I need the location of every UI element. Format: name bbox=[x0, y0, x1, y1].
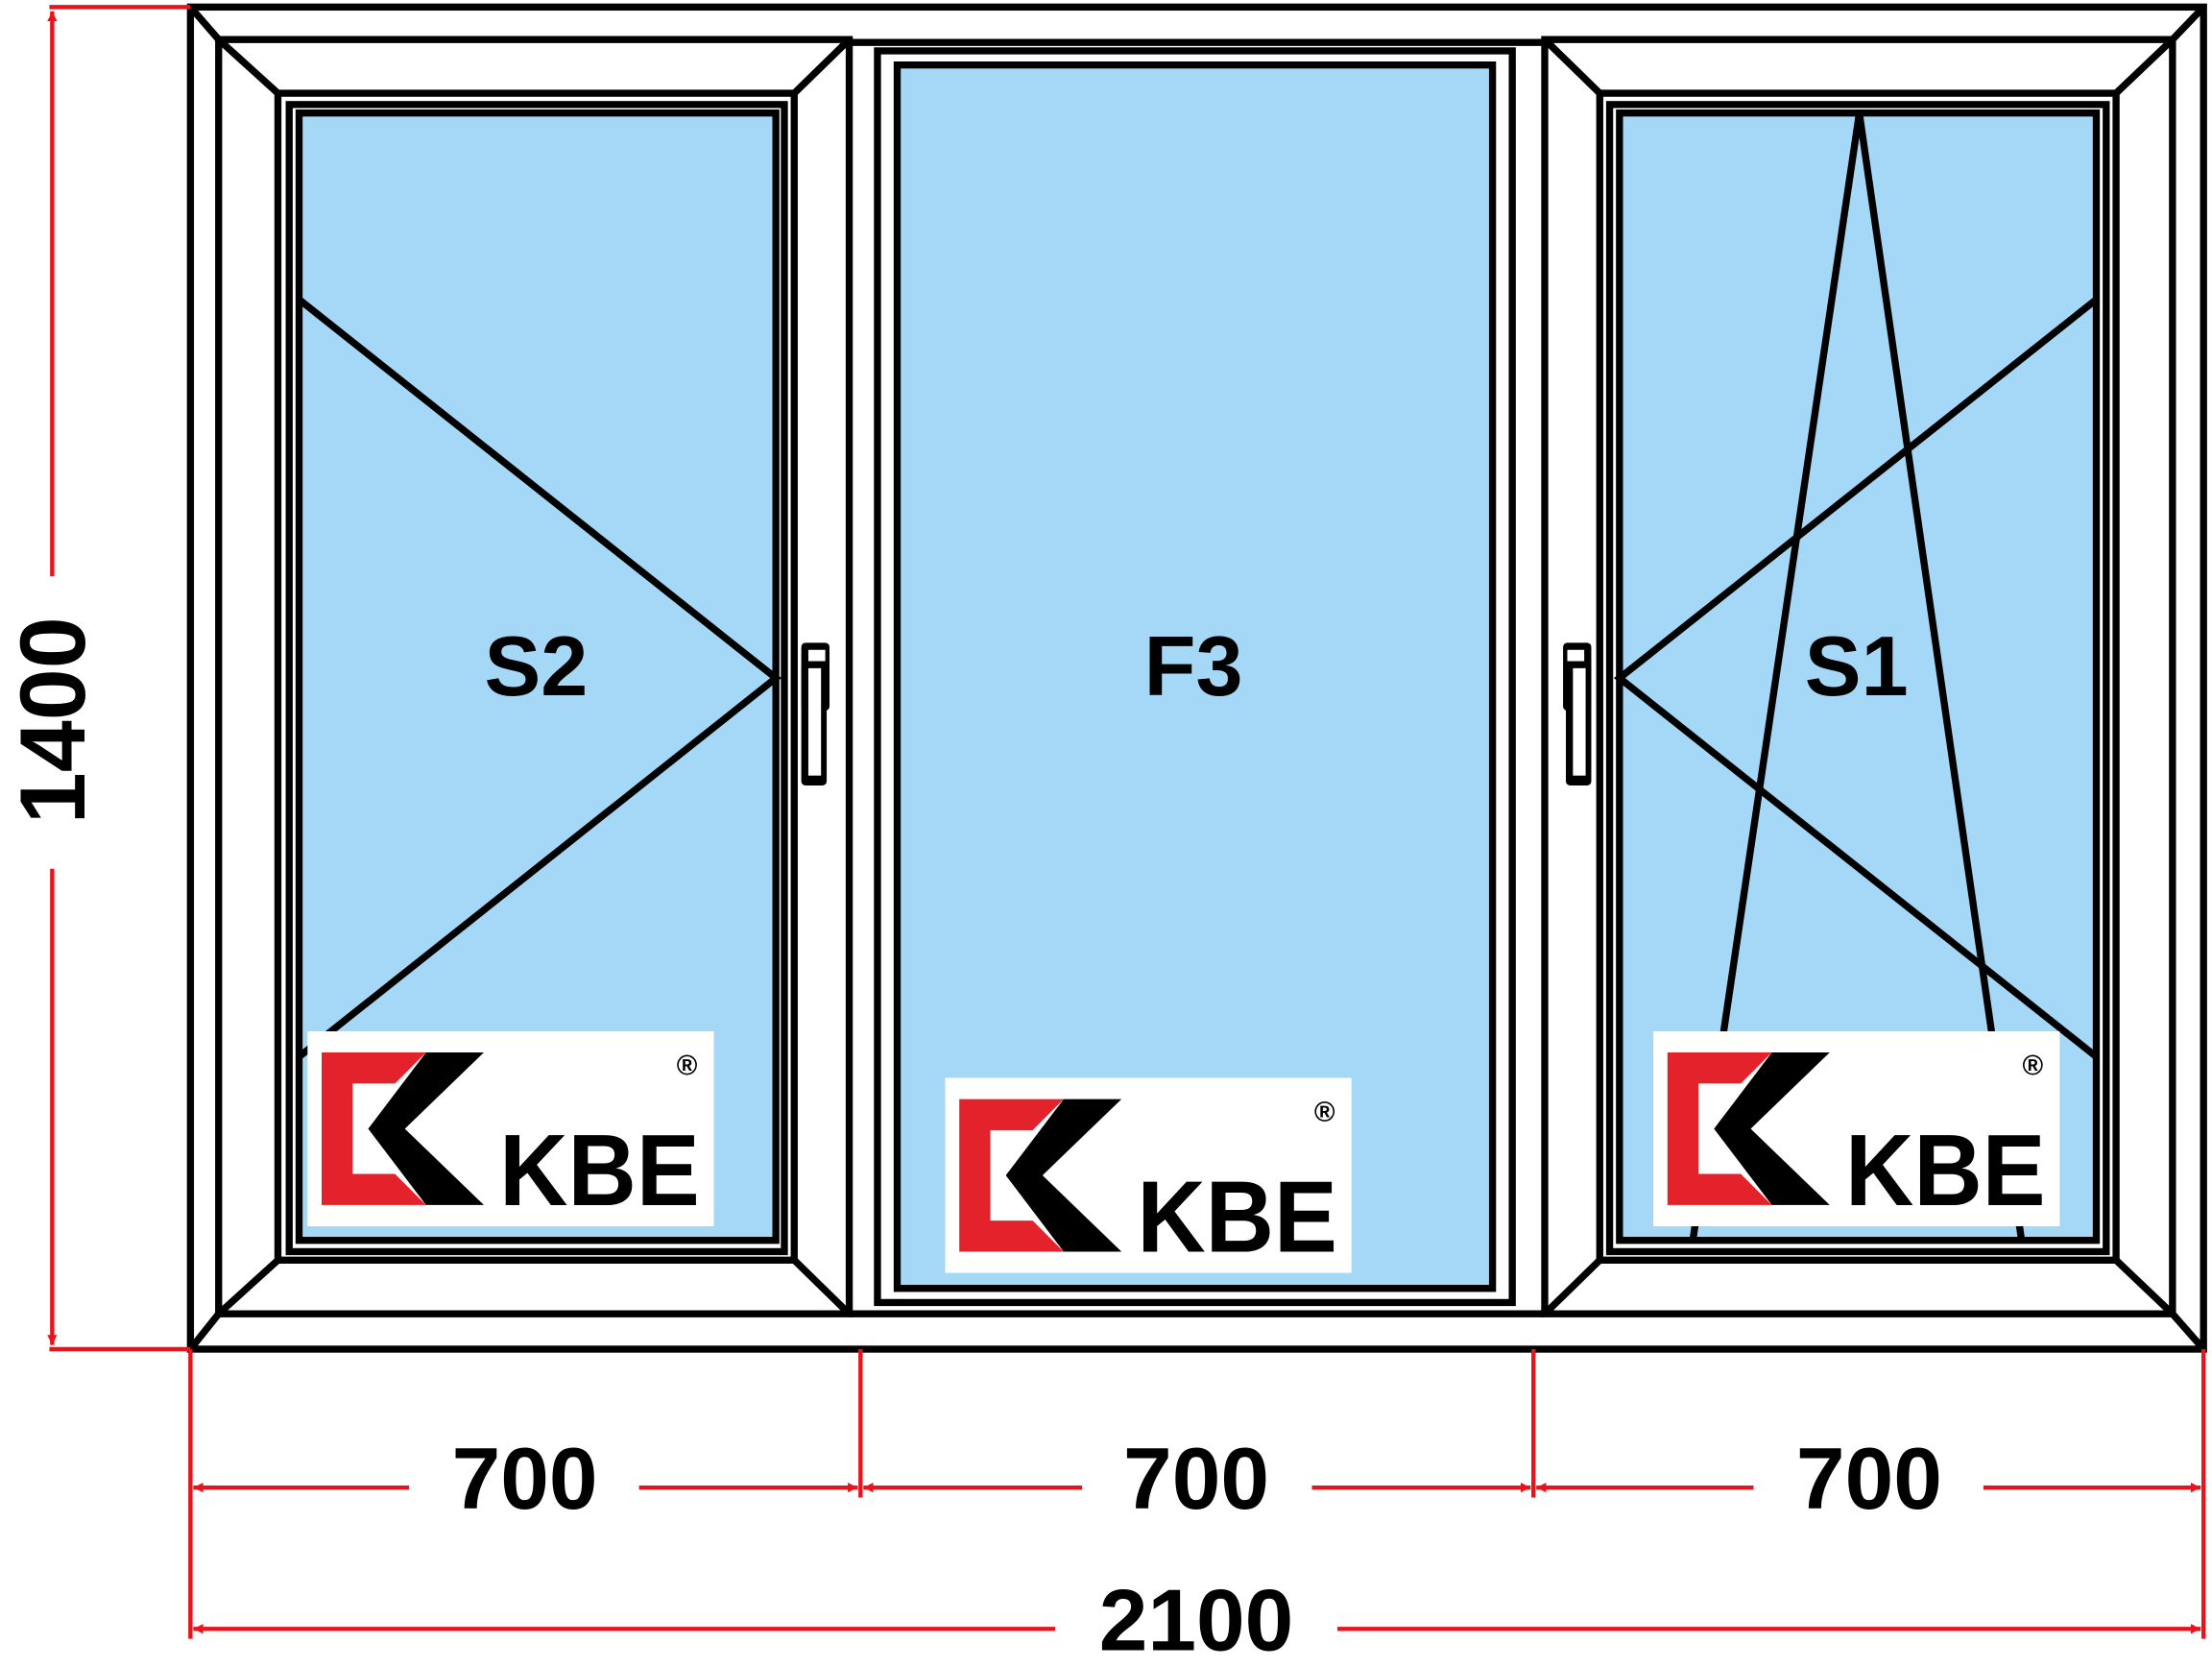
svg-text:KBE: KBE bbox=[499, 1114, 700, 1227]
height-dimension: 1400 bbox=[0, 5, 191, 1352]
handle-right[interactable] bbox=[1563, 642, 1592, 785]
width-label-2: 700 bbox=[1123, 1430, 1269, 1528]
sash-label-s1: S1 bbox=[1805, 618, 1909, 713]
handle-left[interactable] bbox=[801, 642, 830, 785]
total-width-label: 2100 bbox=[1099, 1571, 1294, 1667]
width-label-3: 700 bbox=[1796, 1430, 1942, 1528]
svg-text:®: ® bbox=[2023, 1051, 2044, 1082]
kbe-logo-right: KBE ® bbox=[1653, 1030, 2060, 1227]
width-label-1: 700 bbox=[452, 1430, 598, 1528]
sash-label-s2: S2 bbox=[484, 618, 588, 713]
outer-frame bbox=[186, 3, 2207, 1353]
svg-text:®: ® bbox=[1314, 1097, 1335, 1128]
sash-label-f3: F3 bbox=[1144, 618, 1243, 713]
width-dimensions: 700 700 700 2100 bbox=[188, 1348, 2206, 1667]
svg-text:KBE: KBE bbox=[1137, 1160, 1337, 1273]
height-label: 1400 bbox=[0, 616, 105, 824]
svg-text:®: ® bbox=[677, 1051, 698, 1082]
kbe-logo-left: KBE ® bbox=[307, 1030, 714, 1227]
kbe-logo-center: KBE ® bbox=[945, 1077, 1352, 1273]
svg-text:KBE: KBE bbox=[1845, 1114, 2046, 1227]
